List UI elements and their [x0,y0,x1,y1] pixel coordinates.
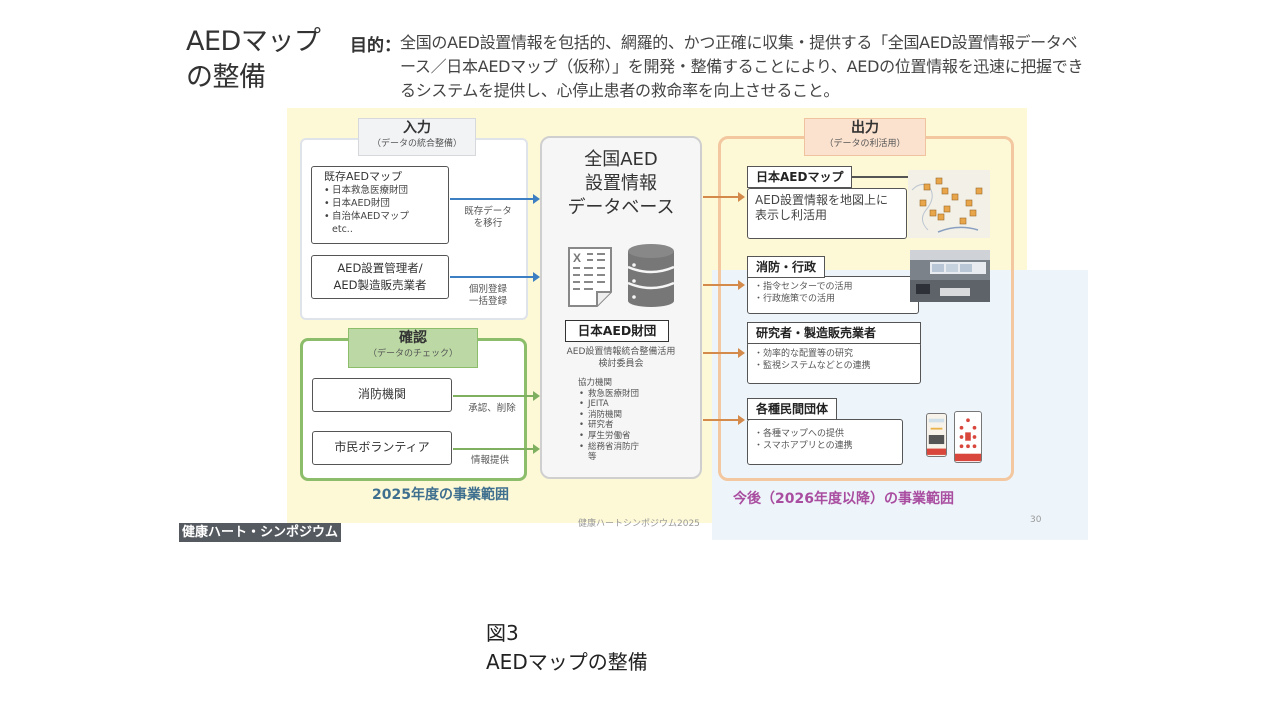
coop-item: JEITA [578,399,688,410]
output-line: ・指令センターでの活用 [754,282,853,292]
input-title: 入力 [403,120,431,136]
slide-footer: 健康ハートシンポジウム2025 [578,519,700,529]
aed-foundation-label: 日本AED財団 [565,320,669,342]
arrow-approve [453,391,540,401]
output-line: ・監視システムなどとの連携 [754,361,871,371]
arrow-info-label: 情報提供 [470,455,509,466]
existing-map-item: 日本救急医療財団 [324,184,448,197]
check-subtitle: （データのチェック） [367,349,458,359]
label-line: 一括登録 [468,296,507,307]
arrow-migrate [450,194,540,204]
coop-item: 総務省消防庁 [578,442,688,453]
output-line: ・スマホアプリとの連携 [754,441,853,451]
arrow-out-research [703,348,745,358]
output-line: ・効率的な配置等の研究 [754,349,854,359]
committee-label: AED設置情報統合整備活用 検討委員会 [540,346,702,370]
output-header: 出力 （データの利活用） [804,118,926,156]
page-number: 30 [1030,515,1042,525]
admin-line-2: AED製造販売業者 [333,278,427,292]
db-title-line: 設置情報 [585,173,657,194]
cooperating-orgs: 協力機関 救急医療財団 JEITA 消防機関 研究者 厚生労働省 総務省消防庁 … [578,378,688,463]
svg-text:X: X [573,251,581,265]
arrow-register-label: 個別登録 一括登録 [458,284,518,308]
existing-aed-map-box: 既存AEDマップ 日本救急医療財団 日本AED財団 自治体AEDマップ etc.… [311,166,449,244]
arrow-approve-label: 承認、削除 [468,403,516,414]
spreadsheet-icon: X [568,247,612,307]
check-header: 確認 （データのチェック） [348,328,478,368]
smartphone-app-icon [926,413,947,457]
database-title: 全国AED 設置情報 データベース [540,148,702,220]
existing-map-item: 日本AED財団 [324,197,448,210]
label-line: 個別登録 [468,284,507,295]
check-title: 確認 [399,330,427,346]
database-icon [627,244,675,307]
committee-line: AED設置情報統合整備活用 [566,347,676,357]
output-tag-private: 各種民間団体 [747,398,838,420]
output-tag-map: 日本AEDマップ [747,166,853,188]
output-line: ・各種マップへの提供 [754,429,845,439]
control-room-photo [910,250,990,302]
existing-map-etc: etc.. [332,224,353,235]
admin-line-1: AED設置管理者/ [337,261,423,275]
coop-etc: 等 [588,452,597,463]
existing-map-item: 自治体AEDマップ [324,210,448,223]
output-body-map: AED設置情報を地図上に 表示し利活用 [755,193,888,223]
aed-admin-box: AED設置管理者/ AED製造販売業者 [311,255,449,299]
input-subtitle: （データの統合整備） [371,139,462,149]
db-title-line: 全国AED [584,149,658,170]
output-item-fire-admin [747,276,919,314]
output-body-private: ・各種マップへの提供 ・スマホアプリとの連携 [754,428,853,452]
arrow-out-map [703,192,745,202]
coop-label: 協力機関 [578,378,613,388]
volunteer-box: 市民ボランティア [312,431,452,465]
title-line-2: の整備 [186,62,266,93]
output-title: 出力 [851,120,879,136]
arrow-out-private [703,415,745,425]
output-line: 表示し利活用 [755,208,828,222]
output-body-fire-admin: ・指令センターでの活用 ・行政施策での活用 [754,281,852,305]
scope-2025-label: 2025年度の事業範囲 [372,487,509,503]
title-line-1: AEDマップ [186,26,321,57]
output-tag-research: 研究者・製造販売業者 [747,322,921,344]
watermark-label: 健康ハート・シンポジウム [179,523,342,542]
output-body-research: ・効率的な配置等の研究 ・監視システムなどとの連携 [754,348,871,372]
arrow-info [453,444,540,454]
output-item-map [747,188,907,239]
purpose-text: 全国のAED設置情報を包括的、網羅的、かつ正確に収集・提供する「全国AED設置情… [400,33,1084,100]
existing-map-title: 既存AEDマップ [324,170,402,183]
output-line: AED設置情報を地図上に [755,193,889,207]
figure-caption: AEDマップの整備 [486,650,648,674]
coop-item: 研究者 [578,420,688,431]
arrow-register [450,272,540,282]
db-title-line: データベース [567,197,675,218]
output-tag-fire-admin: 消防・行政 [747,256,826,278]
figure-number: 図3 [486,621,519,645]
fire-dept-box: 消防機関 [312,378,452,412]
label-line: 既存データ [464,206,512,217]
connector-line [852,176,910,178]
output-line: ・行政施策での活用 [754,294,836,304]
purpose-label: 目的： [350,36,401,56]
coop-item: 厚生労働省 [578,431,688,442]
output-subtitle: （データの利活用） [824,139,906,149]
smartphone-app-icon [954,411,982,463]
coop-item: 消防機関 [578,410,688,421]
committee-line: 検討委員会 [598,359,644,369]
arrow-migrate-label: 既存データ を移行 [458,206,518,230]
slide-title: AEDマップ の整備 [186,24,321,96]
output-item-private [747,419,903,465]
label-line: を移行 [473,218,503,229]
input-header: 入力 （データの統合整備） [358,118,476,156]
map-image [908,170,990,238]
coop-item: 救急医療財団 [578,389,688,400]
arrow-out-fire [703,280,745,290]
scope-future-label: 今後（2026年度以降）の事業範囲 [733,491,954,507]
